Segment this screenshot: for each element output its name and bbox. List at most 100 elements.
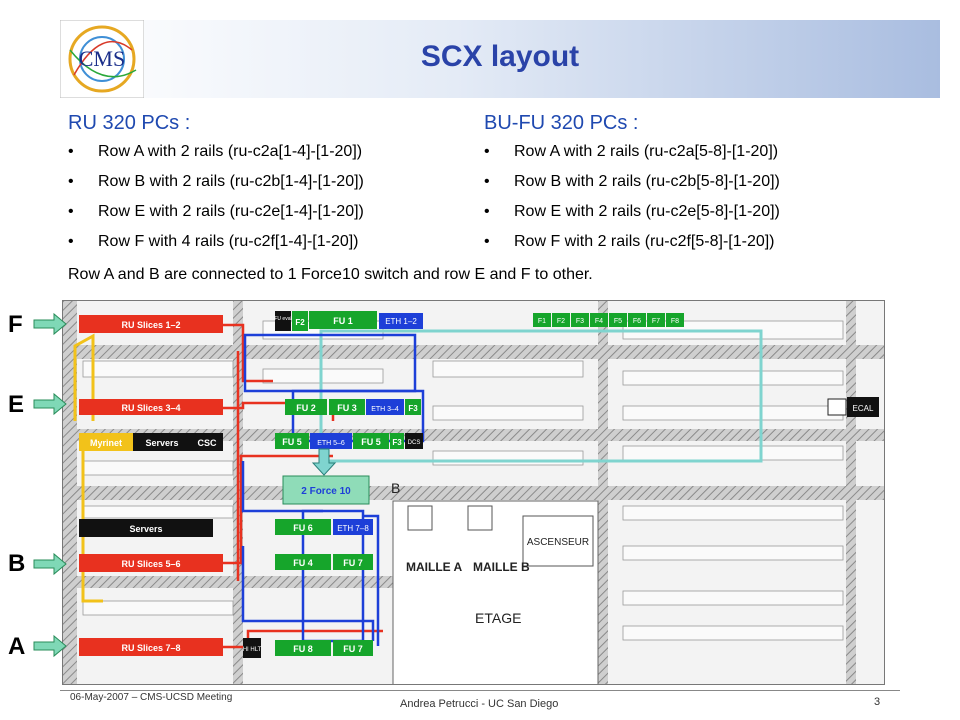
eth78-block: ETH 7–8 (333, 519, 373, 535)
walkway (598, 301, 608, 684)
svg-text:F3: F3 (408, 404, 418, 413)
svg-text:FU 5: FU 5 (282, 437, 302, 447)
svg-text:ETH 3–4: ETH 3–4 (371, 406, 399, 413)
dcs-block: DCS (405, 433, 423, 449)
svg-text:Servers: Servers (145, 438, 178, 448)
right-column-list: Row A with 2 rails (ru-c2a[5-8]-[1-20]) … (484, 142, 780, 262)
svg-text:FU 7: FU 7 (343, 644, 363, 654)
svg-text:RU Slices 7–8: RU Slices 7–8 (121, 643, 180, 653)
svg-text:ETH 5–6: ETH 5–6 (317, 440, 345, 447)
walkway (63, 486, 884, 500)
svg-text:RU Slices 3–4: RU Slices 3–4 (121, 403, 180, 413)
ru-slices-7-8: RU Slices 7–8 (79, 638, 223, 656)
footer-date: 06-May-2007 – CMS-UCSD Meeting (70, 692, 233, 703)
teal-zone-outline (319, 329, 763, 463)
force10-callout: 2 Force 10 (282, 448, 370, 505)
b-marker: B (391, 480, 400, 496)
connection-note: Row A and B are connected to 1 Force10 s… (68, 266, 593, 283)
svg-text:F3: F3 (392, 438, 402, 447)
ecal-label: ECAL (853, 404, 874, 413)
ru-slices-5-6: RU Slices 5–6 (79, 554, 223, 572)
row-label-f: F (8, 311, 23, 338)
row-b-arrow (33, 552, 67, 576)
svg-text:F2: F2 (557, 318, 565, 325)
list-item: Row F with 4 rails (ru-c2f[1-4]-[1-20]) (68, 232, 364, 262)
svg-text:FU 3: FU 3 (337, 403, 357, 413)
list-item: Row A with 2 rails (ru-c2a[1-4]-[1-20]) (68, 142, 364, 172)
list-item: Row E with 2 rails (ru-c2e[5-8]-[1-20]) (484, 202, 780, 232)
svg-text:FU 1: FU 1 (333, 316, 353, 326)
f2-block: F2 (292, 311, 308, 331)
fu3-block: FU 3 (329, 399, 365, 415)
fu5-block-b: FU 5 (353, 433, 389, 449)
fu5-block-a: FU 5 (275, 433, 309, 449)
row-label-e: E (8, 391, 25, 418)
myrinet-cable (81, 451, 103, 603)
floor-plan: ASCENSEUR MAILLE A MAILLE B ETAGE F1 F2 … (62, 300, 885, 685)
list-item: Row B with 2 rails (ru-c2b[5-8]-[1-20]) (484, 172, 780, 202)
cms-logo: CMS (60, 20, 144, 98)
etage-label: ETAGE (475, 610, 521, 626)
title-banner (60, 20, 940, 98)
svg-text:F6: F6 (633, 318, 641, 325)
row-label-a: A (8, 633, 26, 660)
fu8-block: FU 8 (275, 640, 331, 656)
svg-text:RU Slices 1–2: RU Slices 1–2 (121, 320, 180, 330)
row-label-b: B (8, 550, 26, 577)
walkway (63, 576, 393, 588)
svg-text:RU Slices 5–6: RU Slices 5–6 (121, 559, 180, 569)
myrinet-block: Myrinet (79, 433, 133, 451)
maille-b-label: MAILLE B (473, 560, 530, 574)
f3-block-b: F3 (390, 433, 404, 449)
list-item: Row A with 2 rails (ru-c2a[5-8]-[1-20]) (484, 142, 780, 172)
row-e-arrow (33, 392, 67, 416)
list-item: Row F with 2 rails (ru-c2f[5-8]-[1-20]) (484, 232, 780, 262)
eth34-block: ETH 3–4 (366, 399, 404, 415)
csc-block: CSC (191, 433, 223, 451)
svg-text:FU eval: FU eval (274, 316, 291, 322)
force10-label: 2 Force 10 (301, 486, 351, 497)
fu1-block: FU 1 (309, 311, 377, 329)
page-title: SCX layout (420, 40, 580, 73)
row-f-arrow (33, 312, 67, 336)
fu2-block: FU 2 (285, 399, 327, 415)
row-a-arrow (33, 634, 67, 658)
svg-text:Servers: Servers (129, 524, 162, 534)
stair (467, 505, 493, 531)
footer-page-number: 3 (874, 696, 881, 708)
svg-text:Myrinet: Myrinet (90, 438, 122, 448)
walkway (63, 429, 884, 441)
svg-text:HI HLT: HI HLT (243, 647, 262, 653)
svg-text:ETH 1–2: ETH 1–2 (385, 317, 417, 326)
ru-slices-3-4: RU Slices 3–4 (79, 399, 223, 415)
ecal-block (847, 397, 879, 417)
ascenseur-label: ASCENSEUR (527, 537, 589, 548)
footer-divider (60, 690, 900, 691)
hlt-block: HI HLT (243, 638, 262, 658)
svg-text:FU 7: FU 7 (343, 558, 363, 568)
footer-author: Andrea Petrucci - UC San Diego (400, 698, 559, 710)
svg-text:FU 6: FU 6 (293, 523, 313, 533)
svg-text:CSC: CSC (197, 438, 217, 448)
eth12-block: ETH 1–2 (379, 313, 423, 329)
fu4-block: FU 4 (275, 554, 331, 570)
svg-text:F2: F2 (295, 318, 305, 327)
elevator-box (522, 515, 594, 567)
logo-text: CMS (79, 46, 125, 71)
svg-text:F4: F4 (595, 318, 603, 325)
svg-text:FU 5: FU 5 (361, 437, 381, 447)
walkway (63, 345, 884, 359)
servers-block-2: Servers (79, 519, 213, 537)
fu6-block: FU 6 (275, 519, 331, 535)
left-column-list: Row A with 2 rails (ru-c2a[1-4]-[1-20]) … (68, 142, 364, 262)
svg-text:ETH 7–8: ETH 7–8 (337, 524, 369, 533)
svg-text:F5: F5 (614, 318, 622, 325)
svg-text:F3: F3 (576, 318, 584, 325)
svg-text:F7: F7 (652, 318, 660, 325)
f3-block: F3 (405, 399, 421, 415)
fu-eval-block: FU eval (274, 311, 292, 331)
list-item: Row B with 2 rails (ru-c2b[1-4]-[1-20]) (68, 172, 364, 202)
svg-text:FU 2: FU 2 (296, 403, 316, 413)
walkway (846, 301, 856, 684)
svg-text:FU 4: FU 4 (293, 558, 313, 568)
